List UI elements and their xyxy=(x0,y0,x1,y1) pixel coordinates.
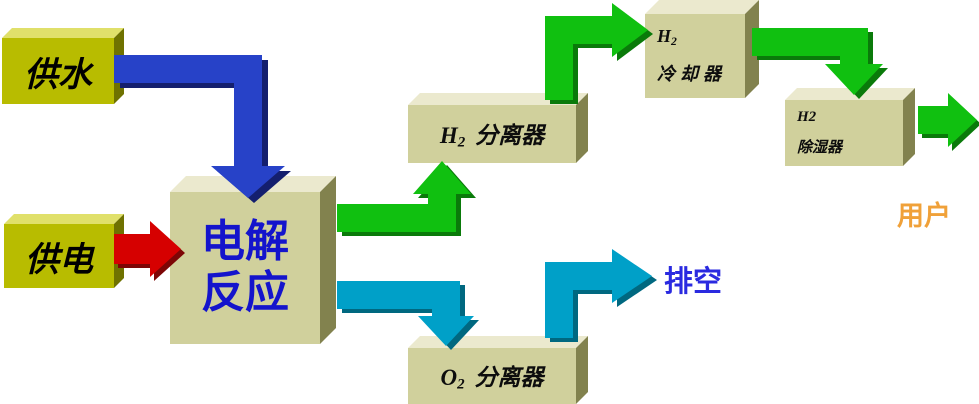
cooler-subscript: 2 xyxy=(671,34,677,48)
cooler-front-face: H2 冷却器 xyxy=(645,14,745,98)
o2-separator-symbol: O xyxy=(440,365,458,391)
h2-separator-to-cooler-arrow-shadow xyxy=(550,7,653,104)
user-label: 用户 xyxy=(897,201,951,231)
cooler-symbol-line: H2 xyxy=(657,26,677,48)
h2-separator-subscript: 2 xyxy=(457,134,466,151)
electrolysis-top-face xyxy=(170,176,336,192)
cooler-symbol: H xyxy=(657,26,672,47)
dehumidifier-to-user-arrow xyxy=(918,93,977,147)
power-supply-front-face: 供电 xyxy=(4,224,114,288)
power-supply-box: 供电 xyxy=(4,214,126,290)
electrolysis-front-face: 电解 反应 xyxy=(170,192,320,344)
electrolysis-to-h2-separator-arrow xyxy=(337,161,471,232)
h2-separator-to-cooler-arrow xyxy=(545,3,648,100)
electrolysis-box: 电解 反应 xyxy=(170,176,338,346)
electrolysis-label-line1: 电解 xyxy=(201,217,289,267)
power-supply-label: 供电 xyxy=(25,241,93,279)
h2-dehumidifier-top-face xyxy=(785,88,915,100)
h2-separator-symbol: H xyxy=(439,123,458,149)
o2-separator-subscript: 2 xyxy=(457,376,465,393)
h2-dehumidifier-side-face xyxy=(903,88,915,166)
electrolysis-side-face xyxy=(320,176,336,344)
cooler-box: H2 冷却器 xyxy=(645,0,761,100)
o2-separator-front-face: O2 分离器 xyxy=(408,348,576,404)
dehumidifier-to-user-arrow-shadow xyxy=(922,97,979,151)
h2-separator-front-face: H2 分离器 xyxy=(408,105,576,163)
vent-label: 排空 xyxy=(664,266,723,298)
h2-dehumidifier-front-face: H2 除湿器 xyxy=(785,100,903,166)
h2-dehumidifier-name: 除湿器 xyxy=(797,139,843,156)
water-supply-side-face xyxy=(114,28,124,104)
water-supply-front-face: 供水 xyxy=(2,38,114,104)
o2-separator-box: O2 分离器 xyxy=(408,336,590,404)
power-supply-side-face xyxy=(114,214,124,288)
o2-separator-label: O2 分离器 xyxy=(440,358,543,394)
h2-dehumidifier-symbol: H2 xyxy=(797,109,817,126)
electrolysis-label-line2: 反应 xyxy=(201,268,289,317)
cooler-to-dehumidifier-arrow xyxy=(752,28,883,95)
o2-separator-side-face xyxy=(576,336,588,404)
h2-separator-side-face xyxy=(576,93,588,163)
power-supply-top-face xyxy=(4,214,124,224)
cooler-name: 冷却器 xyxy=(657,63,726,84)
o2-separator-to-vent-arrow xyxy=(545,249,652,338)
o2-separator-to-vent-arrow-shadow xyxy=(550,253,657,342)
h2-dehumidifier-box: H2 除湿器 xyxy=(785,88,917,168)
h2-separator-label: H2 分离器 xyxy=(440,116,544,152)
o2-separator-name: 分离器 xyxy=(474,365,544,391)
electrolysis-to-h2-separator-arrow-shadow xyxy=(342,165,476,236)
h2-separator-top-face xyxy=(408,93,588,105)
water-supply-top-face xyxy=(2,28,124,38)
water-supply-label: 供水 xyxy=(24,56,92,94)
water-supply-box: 供水 xyxy=(2,28,126,106)
h2-separator-name: 分离器 xyxy=(475,123,545,149)
cooler-top-face xyxy=(645,0,759,14)
cooler-side-face xyxy=(745,0,759,98)
o2-separator-top-face xyxy=(408,336,588,348)
h2-separator-box: H2 分离器 xyxy=(408,93,590,165)
